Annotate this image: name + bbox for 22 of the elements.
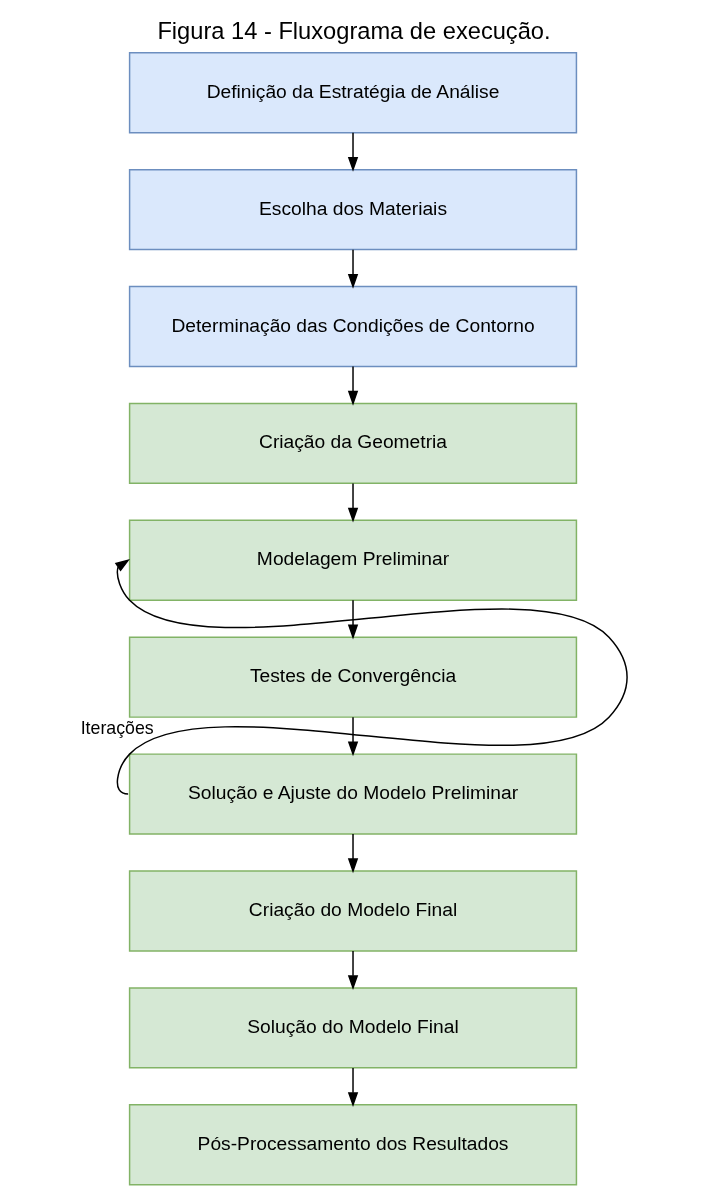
- node-box: Escolha dos Materiais: [128, 168, 578, 251]
- node-box: Solução do Modelo Final: [128, 987, 578, 1069]
- node-box: Modelagem Preliminar: [128, 519, 578, 601]
- node-box: Pós-Processamento dos Resultados: [128, 1104, 578, 1186]
- edge-label: Iterações: [80, 717, 154, 738]
- arrow: [347, 482, 359, 523]
- arrow: [347, 365, 359, 406]
- arrow: [347, 833, 359, 874]
- node-box: Criação do Modelo Final: [128, 870, 578, 952]
- diagram-title: Figura 14 - Fluxograma de execução.: [157, 18, 551, 45]
- arrow: [347, 248, 359, 289]
- node-box: Solução e Ajuste do Modelo Preliminar: [128, 753, 578, 835]
- node-box: Testes de Convergência: [128, 636, 578, 718]
- arrow: [347, 950, 359, 991]
- node-box: Definição da Estratégia de Análise: [128, 52, 578, 134]
- arrow: [347, 716, 359, 757]
- node-box: Criação da Geometria: [128, 402, 578, 485]
- arrow: [347, 132, 359, 172]
- arrow: [347, 1067, 359, 1107]
- arrow: [347, 599, 359, 640]
- arrow: [114, 559, 628, 795]
- node-box: Determinação das Condições de Contorno: [128, 285, 578, 368]
